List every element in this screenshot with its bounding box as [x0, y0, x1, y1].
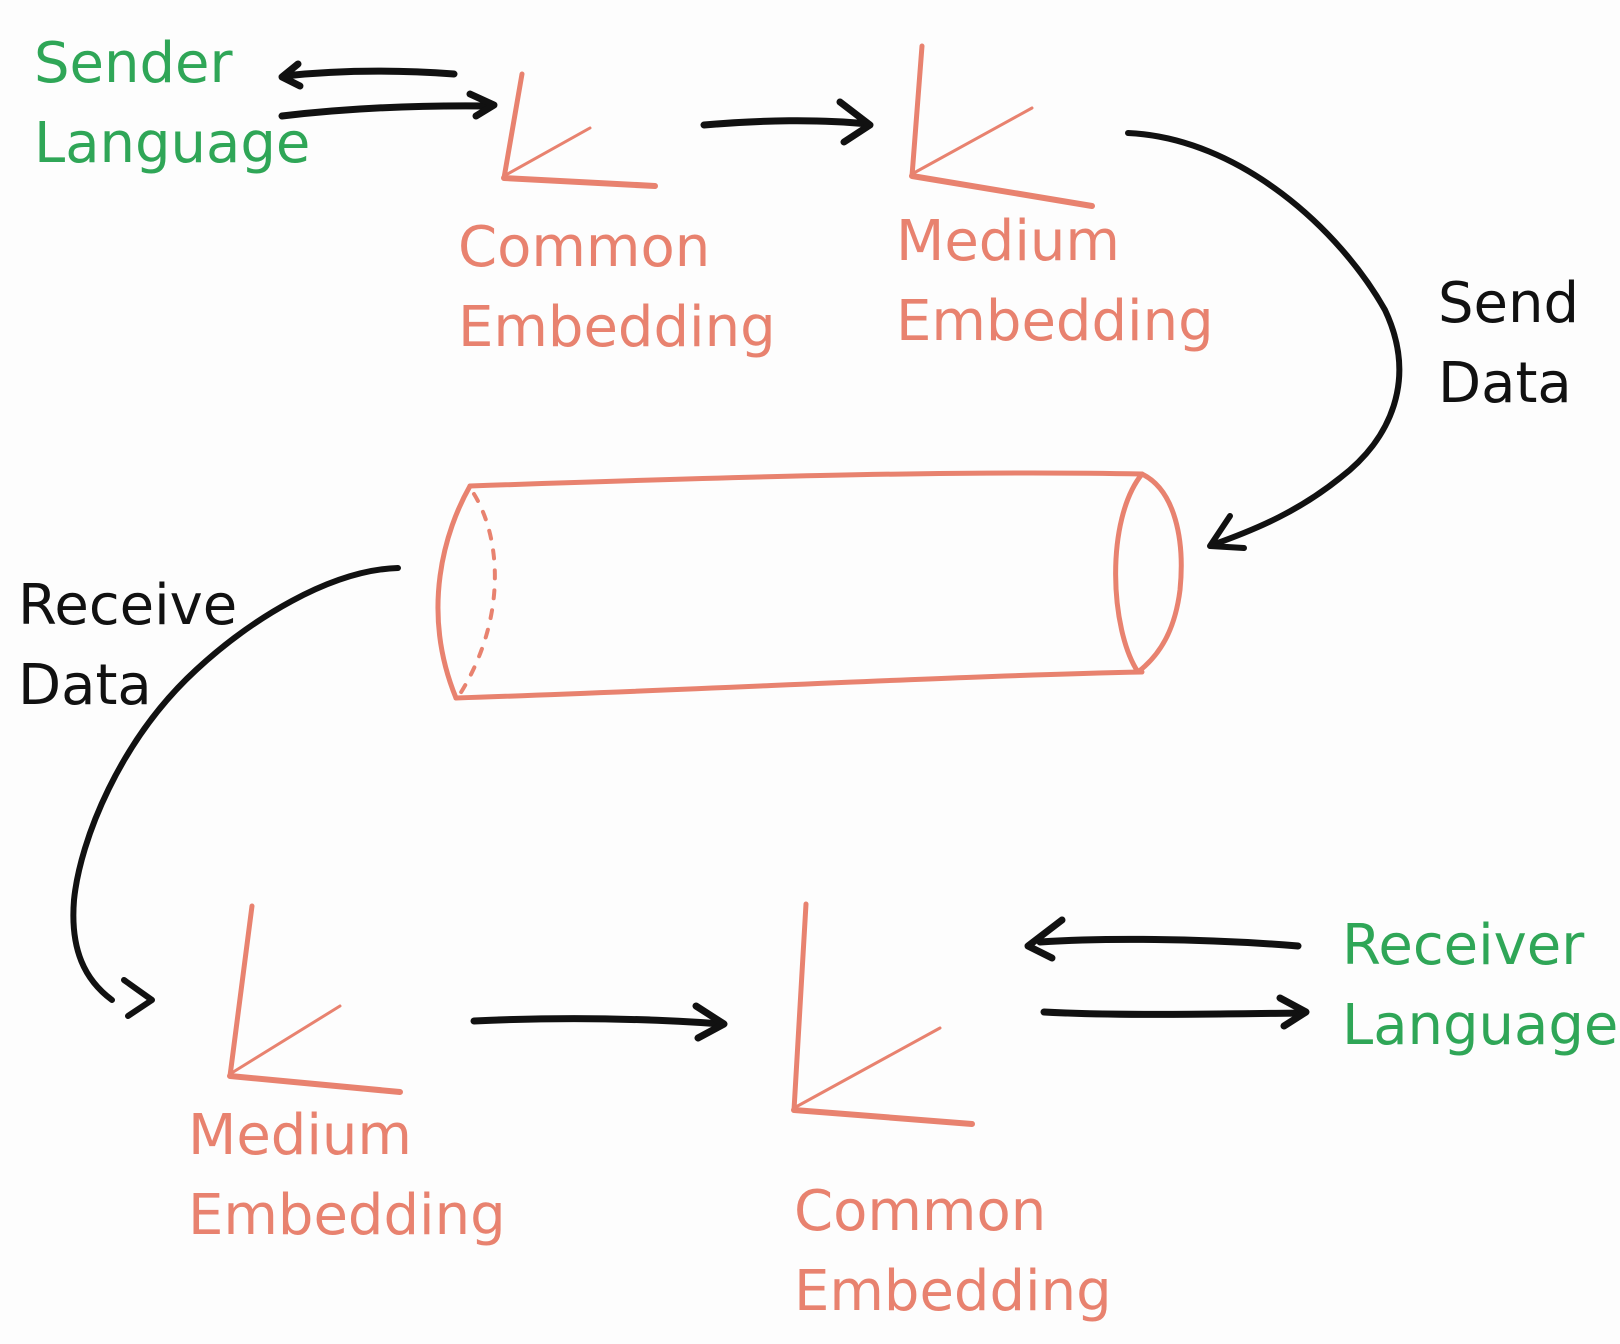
arrow-common-to-medium-top	[700, 98, 874, 146]
medium-embedding-top-axes-icon	[909, 43, 1095, 209]
common-embedding-top-label: Common Embedding	[458, 208, 776, 368]
arrow-to-sender	[280, 67, 458, 80]
medium-embedding-bottom-line-2: Embedding	[188, 1183, 506, 1248]
medium-embedding-top-line-2: Embedding	[896, 289, 1214, 354]
send-data-label: Send Data	[1438, 264, 1579, 424]
data-medium-cylinder	[435, 470, 1184, 701]
medium-embedding-bottom-axes-icon	[227, 903, 403, 1095]
common-embedding-bottom-axes-icon	[791, 901, 975, 1127]
receive-data-line-2: Data	[18, 653, 152, 718]
send-data-line-2: Data	[1438, 351, 1572, 416]
arrow-to-common-embedding	[278, 102, 496, 120]
common-embedding-top-line-1: Common	[458, 215, 711, 280]
cylinder-top-edge	[467, 470, 1145, 489]
receive-data-line-1: Receive	[18, 573, 238, 638]
medium-embedding-top-label: Medium Embedding	[896, 202, 1214, 362]
receive-data-label: Receive Data	[18, 566, 237, 726]
common-embedding-bottom-label: Common Embedding	[794, 1172, 1112, 1332]
medium-embedding-bottom-label: Medium Embedding	[188, 1096, 506, 1256]
arrow-to-common-embedding-bottom	[1036, 935, 1302, 950]
cylinder-left-cap-hidden	[458, 492, 497, 696]
receiver-language-line-2: Language	[1342, 993, 1619, 1058]
arrow-medium-to-common-bottom	[470, 1002, 728, 1042]
sender-language-line-2: Language	[34, 111, 311, 176]
sender-language-label: Sender Language	[34, 24, 310, 184]
arrow-to-receiver	[1040, 1008, 1308, 1018]
common-embedding-bottom-line-2: Embedding	[794, 1259, 1112, 1324]
sender-bidirectional-arrow	[278, 60, 498, 120]
sender-language-line-1: Sender	[34, 31, 233, 96]
send-data-arrow	[1125, 130, 1403, 551]
receive-data-arrow	[70, 565, 401, 1019]
common-embedding-top-line-2: Embedding	[458, 295, 776, 360]
cylinder-right-cap	[1113, 471, 1184, 675]
cylinder-bottom-edge	[453, 669, 1145, 701]
receiver-bidirectional-arrow	[1024, 916, 1310, 1030]
medium-embedding-bottom-line-1: Medium	[188, 1103, 412, 1168]
receiver-language-line-1: Receiver	[1342, 913, 1585, 978]
receiver-language-label: Receiver Language	[1342, 906, 1618, 1066]
send-data-line-1: Send	[1438, 271, 1580, 336]
common-embedding-bottom-line-1: Common	[794, 1179, 1047, 1244]
common-embedding-top-axes-icon	[501, 71, 658, 189]
cylinder-left-cap	[435, 483, 473, 701]
medium-embedding-top-line-1: Medium	[896, 209, 1120, 274]
